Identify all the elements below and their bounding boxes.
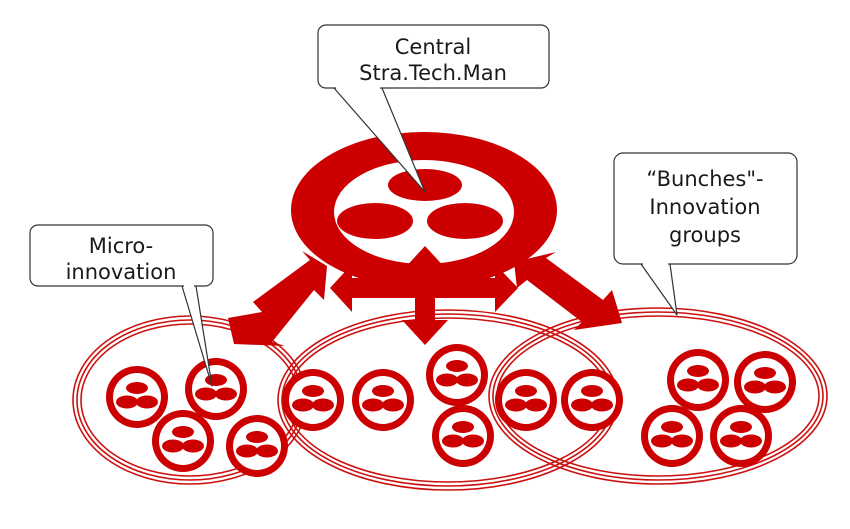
micro-unit	[495, 369, 557, 431]
micro-unit	[734, 351, 796, 413]
callout-central: Central Stra.Tech.Man	[317, 24, 550, 193]
callout-central-line1: Central	[395, 35, 471, 59]
micro-unit	[710, 405, 772, 467]
arrow-hub-to-left-group	[228, 251, 327, 346]
arrow-horizontal-double	[330, 264, 518, 312]
micro-unit	[185, 358, 247, 420]
callout-bunches: “Bunches"- Innovation groups	[613, 152, 798, 316]
micro-unit	[641, 405, 703, 467]
micro-unit	[152, 410, 214, 472]
callout-micro-line1: Micro-	[89, 234, 154, 258]
micro-unit	[352, 369, 414, 431]
arrow-hub-to-right-group	[514, 252, 622, 330]
callout-bunches-line1: “Bunches"-	[646, 167, 763, 191]
micro-unit	[667, 349, 729, 411]
micro-unit	[561, 369, 623, 431]
callout-micro-line2: innovation	[66, 260, 177, 284]
micro-unit	[106, 366, 168, 428]
micro-unit	[282, 369, 344, 431]
micro-unit	[426, 344, 488, 406]
micro-unit	[226, 415, 288, 477]
callout-micro: Micro- innovation	[29, 224, 214, 387]
callout-central-line2: Stra.Tech.Man	[359, 61, 507, 85]
callout-bunches-line3: groups	[669, 223, 741, 247]
callout-bunches-line2: Innovation	[649, 195, 760, 219]
micro-unit	[432, 405, 494, 467]
central-hub	[291, 132, 557, 288]
